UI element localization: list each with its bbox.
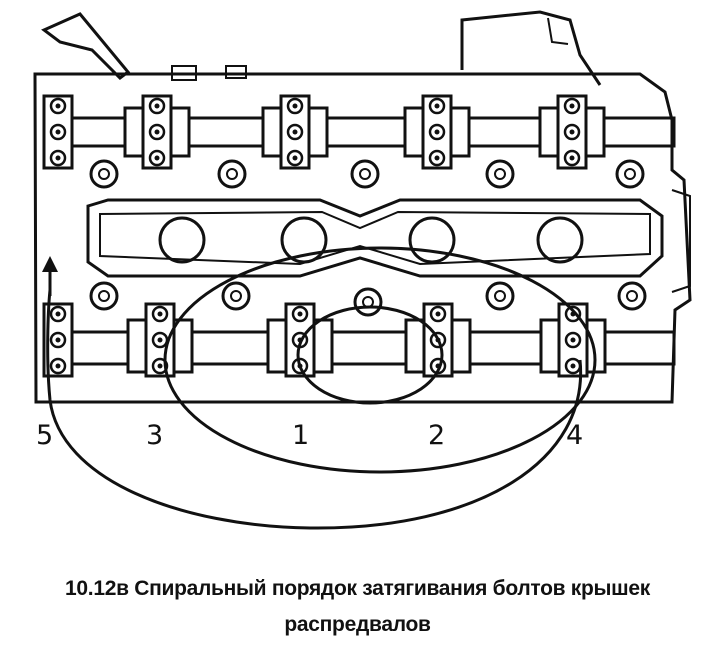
cap-bolt-center [55,363,61,369]
top-cap-4 [421,94,453,170]
cap-bolt-center [157,363,163,369]
head-bolt-center [624,168,636,180]
spiral-loop-3-4 [163,246,597,474]
head-bolt-center [98,168,110,180]
cap-bolt-center [434,155,440,161]
cap-bolt-center [435,311,441,317]
cap-bolt-center [434,129,440,135]
cap-bolt-center [154,129,160,135]
top-small-boss-2 [225,65,247,79]
cap-bolt-center [570,363,576,369]
cap-bolt-center [292,129,298,135]
head-bolt-center [626,290,638,302]
head-bolt-center [98,290,110,302]
bottom-cap-5 [557,302,589,378]
sequence-label-1: 1 [292,420,310,451]
cap-bolt-center [569,103,575,109]
top-camshaft-caps [42,94,606,170]
sequence-label-3: 3 [146,420,164,451]
head-round-bolts [89,159,647,317]
spiral-loop-1-2 [296,305,444,405]
top-cap-1 [42,94,74,170]
cap-bolt-center [569,155,575,161]
top-right-housing-detail [547,17,569,45]
head-bolt-center [362,296,374,308]
cap-bolt-center [157,337,163,343]
cap-bolt-center [154,103,160,109]
cap-bolt-center [154,155,160,161]
top-right-housing [460,10,602,86]
center-galley-inner [99,210,651,266]
head-bolt-center [494,290,506,302]
cylinder-head-diagram [33,10,692,530]
spark-plug-hole-1 [158,216,206,264]
cap-bolt-center [570,337,576,343]
head-bolt-center [230,290,242,302]
sequence-label-5: 5 [36,420,54,451]
sequence-label-2: 2 [428,420,446,451]
cap-bolt-center [297,311,303,317]
cap-bolt-center [434,103,440,109]
cap-bolt-center [569,129,575,135]
top-cap-5 [556,94,588,170]
spark-plug-hole-2 [280,216,328,264]
cap-bolt-center [55,155,61,161]
head-bolt-center [226,168,238,180]
top-cap-3 [279,94,311,170]
spark-plug-hole-4 [536,216,584,264]
cap-bolt-center [55,129,61,135]
center-galley-outer [86,198,664,278]
cap-bolt-center [292,155,298,161]
head-bolt-center [494,168,506,180]
cap-bolt-center [55,337,61,343]
arrow-head-icon [42,256,58,272]
cap-bolt-center [292,103,298,109]
top-cap-2 [141,94,173,170]
head-right-step [671,189,691,293]
spiral-loop-5 [46,289,583,530]
figure-caption-continued: распредвалов [284,613,431,636]
cap-bolt-center [55,103,61,109]
head-outer-outline [33,72,692,404]
cap-bolt-center [157,311,163,317]
sequence-label-4: 4 [566,420,584,451]
figure-caption: 10.12в Спиральный порядок затягивания бо… [65,577,650,600]
spark-plug-hole-3 [408,216,456,264]
top-left-bracket [41,12,131,80]
head-bolt-center [359,168,371,180]
cap-bolt-center [55,311,61,317]
